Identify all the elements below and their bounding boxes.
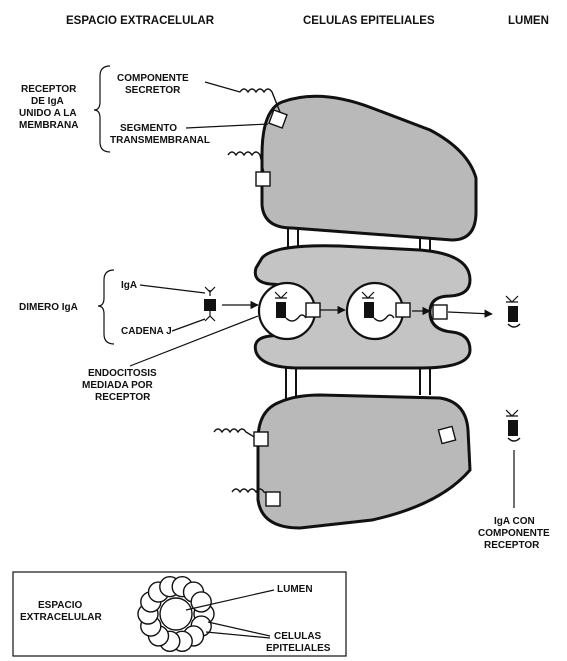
- dimer-title: DIMERO IgA: [19, 302, 78, 313]
- receptor-box-4: [266, 492, 280, 506]
- epithelial-cell-top: [262, 96, 476, 240]
- receptor-title-3: UNIDO A LA: [19, 108, 77, 119]
- component-label-1: COMPONENTE: [117, 73, 189, 84]
- endocytic-vesicle-2: [347, 283, 403, 339]
- segment-label-2: TRANSMEMBRANAL: [110, 135, 210, 146]
- receptor-box-exit: [433, 305, 447, 319]
- component-label-2: SECRETOR: [125, 85, 181, 96]
- receptor-box-v1: [306, 303, 320, 317]
- inset-lumen: [160, 598, 192, 630]
- receptor-title-2: DE IgA: [31, 96, 64, 107]
- inset-diagram: ESPACIO EXTRACELULAR LUMEN CELULAS EPITE…: [13, 572, 346, 656]
- receptor-title-4: MEMBRANA: [19, 120, 78, 131]
- result-label-group: IgA CON COMPONENTE RECEPTOR: [478, 450, 550, 551]
- header-lumen: LUMEN: [508, 15, 549, 27]
- receptor-box-2: [256, 172, 270, 186]
- result-label-2: COMPONENTE: [478, 528, 550, 539]
- iga-secretory-component: [506, 410, 520, 441]
- header-epithelial: CELULAS EPITELIALES: [303, 15, 435, 27]
- iga-exiting: [433, 305, 447, 319]
- epithelial-cell-bottom: [258, 395, 470, 528]
- iga-lumen-released: [506, 296, 520, 327]
- inset-lumen-label: LUMEN: [277, 584, 313, 595]
- iga-label: IgA: [121, 280, 137, 291]
- dimer-label-group: DIMERO IgA IgA CADENA J: [19, 270, 205, 344]
- receptor-label-group: RECEPTOR DE IgA UNIDO A LA MEMBRANA COMP…: [19, 66, 268, 152]
- endocytosis-label-2: MEDIADA POR: [82, 380, 154, 391]
- receptor-title-1: RECEPTOR: [21, 84, 77, 95]
- inset-cells-label-2: EPITELIALES: [266, 643, 331, 654]
- endocytosis-label-1: ENDOCITOSIS: [88, 368, 157, 379]
- inset-extracellular-2: EXTRACELULAR: [20, 612, 102, 623]
- inset-cells-label-1: CELULAS: [274, 631, 322, 642]
- result-label-1: IgA CON: [494, 516, 535, 527]
- receptor-box-5: [438, 426, 455, 443]
- segment-label-1: SEGMENTO: [120, 123, 177, 134]
- endocytosis-label-3: RECEPTOR: [95, 392, 151, 403]
- iga-dimer-free: [204, 287, 216, 321]
- chain-label: CADENA J: [121, 326, 172, 337]
- result-label-3: RECEPTOR: [484, 540, 540, 551]
- inset-epithelial-cell: [191, 592, 211, 612]
- receptor-box-v2: [396, 303, 410, 317]
- receptor-box-3: [254, 432, 268, 446]
- inset-extracellular-1: ESPACIO: [38, 600, 82, 611]
- header-extracellular: ESPACIO EXTRACELULAR: [66, 15, 215, 27]
